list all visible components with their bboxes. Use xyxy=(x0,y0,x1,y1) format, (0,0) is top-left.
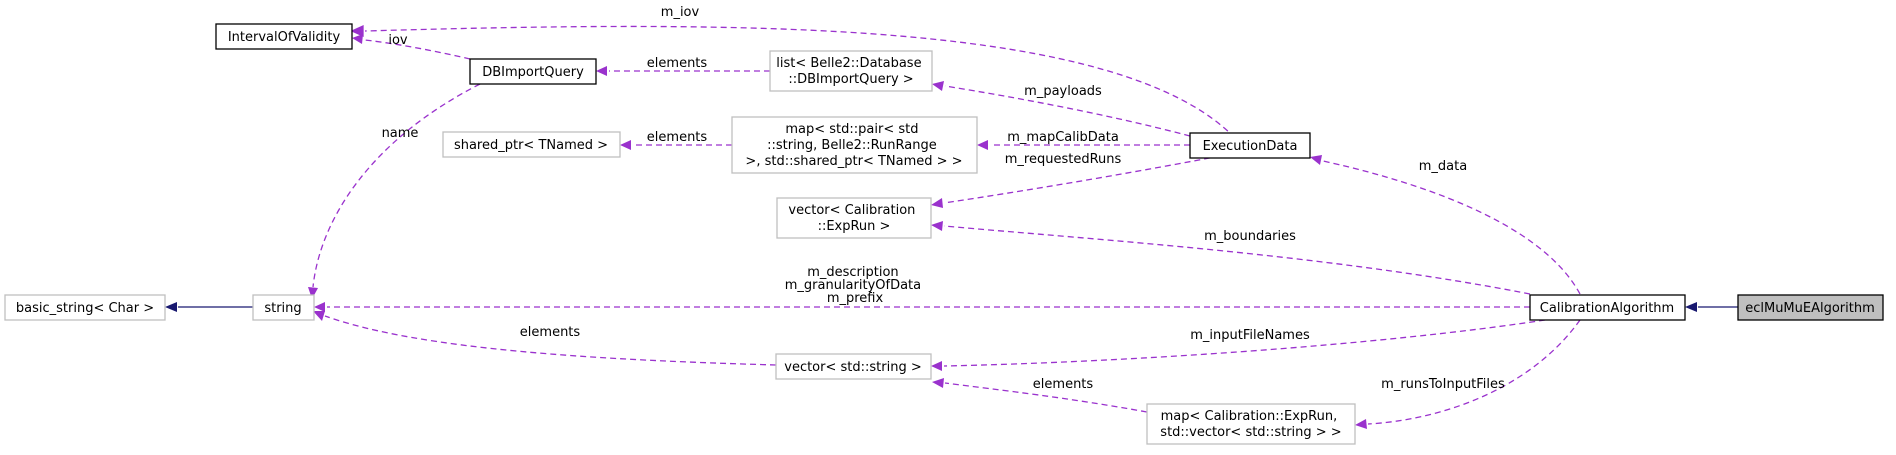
edge-m-mapcalibdata: m_mapCalibData xyxy=(977,130,1190,150)
edge-name: name xyxy=(308,83,481,299)
node-list-dbimportquery[interactable]: list< Belle2::Database ::DBImportQuery > xyxy=(769,50,933,92)
svg-text:list< Belle2::Database :: list< Belle2::Database ::DBImportQuery > xyxy=(776,56,925,87)
edge-label-m-runstoinputfiles: m_runsToInputFiles xyxy=(1381,377,1505,392)
node-string[interactable]: string xyxy=(252,294,315,321)
svg-text:eclMuMuEAlgorithm: eclMuMuEAlgorithm xyxy=(1745,301,1875,316)
edge-label-elements-vector: elements xyxy=(520,325,581,340)
svg-text:map< std::pair< std ::st: map< std::pair< std ::string, Belle2::Ru… xyxy=(745,122,962,169)
edge-inherit-string xyxy=(165,302,253,312)
node-vector-exprun[interactable]: vector< Calibration ::ExpRun > xyxy=(776,197,932,239)
edge-m-boundaries: m_boundaries xyxy=(931,221,1531,295)
edge-label-m-data: m_data xyxy=(1419,159,1467,174)
svg-text:map< Calibration::ExpRun,: map< Calibration::ExpRun, std::vector< s… xyxy=(1160,409,1341,440)
node-interval-of-validity[interactable]: IntervalOfValidity xyxy=(215,23,353,50)
edge-iov: iov xyxy=(352,33,471,60)
edge-elements-map: elements xyxy=(932,377,1148,413)
svg-text:basic_string< Char >: basic_string< Char > xyxy=(16,301,154,316)
edge-m-runstoinputfiles: m_runsToInputFiles xyxy=(1355,319,1581,429)
node-map-pair-runrange[interactable]: map< std::pair< std ::string, Belle2::Ru… xyxy=(731,116,978,174)
svg-text:CalibrationAlgorithm: CalibrationAlgorithm xyxy=(1540,301,1674,316)
svg-text:ExecutionData: ExecutionData xyxy=(1203,139,1298,154)
node-execution-data[interactable]: ExecutionData xyxy=(1189,132,1311,159)
edge-label-m-description: m_description m_granularityOfData m_pref… xyxy=(785,265,926,306)
edge-m-iov: m_iov xyxy=(350,5,1236,139)
edge-label-elements-list: elements xyxy=(647,56,708,71)
node-shared-ptr-tnamed[interactable]: shared_ptr< TNamed > xyxy=(442,131,621,158)
svg-text:IntervalOfValidity: IntervalOfValidity xyxy=(228,30,341,45)
node-vector-string[interactable]: vector< std::string > xyxy=(775,353,932,380)
node-eclmumue-algorithm[interactable]: eclMuMuEAlgorithm xyxy=(1737,294,1884,321)
svg-text:shared_ptr< TNamed >: shared_ptr< TNamed > xyxy=(454,138,608,153)
svg-text:vector< Calibration ::Ex: vector< Calibration ::ExpRun > xyxy=(788,203,919,234)
edge-label-name: name xyxy=(382,126,419,141)
edge-label-m-boundaries: m_boundaries xyxy=(1204,229,1296,244)
svg-text:DBImportQuery: DBImportQuery xyxy=(482,65,584,80)
edge-m-payloads: m_payloads xyxy=(932,81,1191,137)
node-basic-string[interactable]: basic_string< Char > xyxy=(4,294,166,321)
edge-label-m-requestedruns: m_requestedRuns xyxy=(1005,152,1122,167)
edge-m-description: m_description m_granularityOfData m_pref… xyxy=(314,265,1530,312)
edge-elements-vector: elements xyxy=(313,311,777,366)
svg-text:vector< std::string >: vector< std::string > xyxy=(784,360,921,375)
edge-label-m-inputfilenames: m_inputFileNames xyxy=(1190,328,1310,343)
edge-inherit-calibration xyxy=(1685,302,1738,312)
edge-elements-shared: elements xyxy=(620,130,732,150)
edge-m-data: m_data xyxy=(1310,155,1581,295)
node-db-import-query[interactable]: DBImportQuery xyxy=(469,58,597,85)
edge-label-m-mapcalibdata: m_mapCalibData xyxy=(1007,130,1119,145)
edge-elements-list: elements xyxy=(596,56,770,76)
edge-label-iov: iov xyxy=(388,33,408,48)
svg-text:string: string xyxy=(264,301,301,316)
edge-m-requestedruns: m_requestedRuns xyxy=(931,152,1221,208)
node-map-exprun-vector[interactable]: map< Calibration::ExpRun, std::vector< s… xyxy=(1146,403,1356,445)
edge-label-m-payloads: m_payloads xyxy=(1024,84,1102,99)
edge-label-elements-shared: elements xyxy=(647,130,708,145)
node-calibration-algorithm[interactable]: CalibrationAlgorithm xyxy=(1529,294,1686,321)
edge-label-elements-map: elements xyxy=(1033,377,1094,392)
edge-m-inputfilenames: m_inputFileNames xyxy=(931,319,1546,371)
edge-label-m-iov: m_iov xyxy=(661,5,700,20)
